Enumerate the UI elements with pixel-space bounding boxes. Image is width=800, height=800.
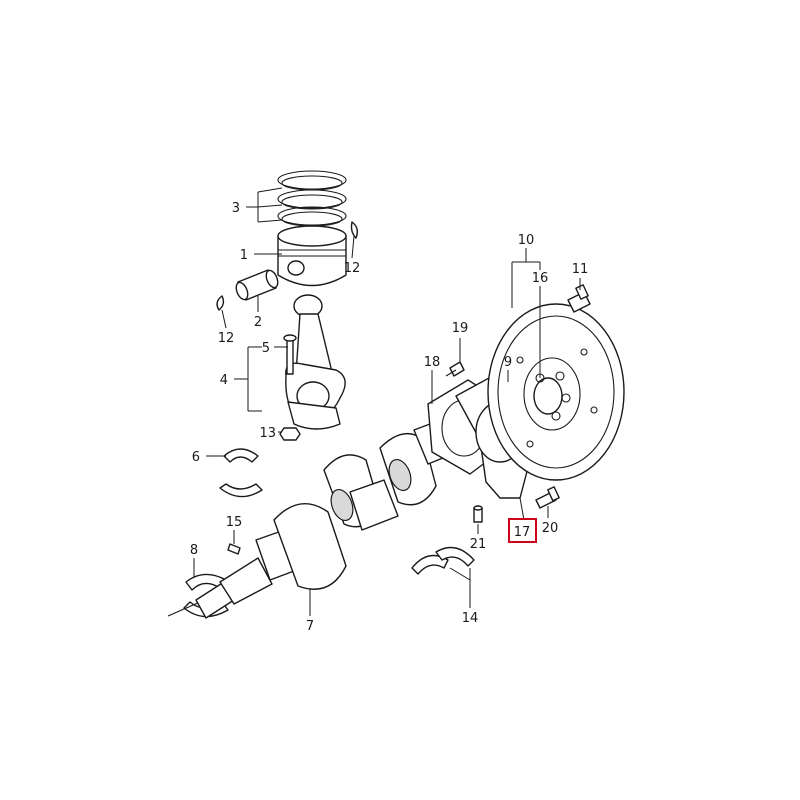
callout-10: 10: [518, 233, 535, 248]
callout-21: 21: [470, 537, 487, 552]
callout-labels: 1 2 3 4 5 6 7 8 9 10 11 12 12 13 14 15 1…: [190, 201, 588, 634]
leader-lines: [193, 187, 581, 616]
callout-17-highlight: [508, 518, 537, 543]
callout-20: 20: [542, 521, 559, 536]
piston: [277, 225, 347, 287]
callout-19: 19: [452, 321, 469, 336]
rod-bolt: [283, 334, 297, 375]
callout-8: 8: [190, 543, 198, 558]
callout-11: 11: [572, 262, 589, 277]
dowel-pin: [473, 505, 483, 523]
callout-5: 5: [262, 341, 270, 356]
callout-9: 9: [504, 355, 512, 370]
callout-4: 4: [220, 373, 228, 388]
connecting-rod-bearing: [219, 448, 263, 498]
callout-16: 16: [532, 271, 549, 286]
callout-3: 3: [232, 201, 240, 216]
circlip-left: [216, 295, 225, 311]
callout-18: 18: [424, 355, 441, 370]
rod-nut: [279, 427, 301, 441]
circlip-right: [350, 221, 359, 239]
piston-rings: [277, 170, 347, 227]
flywheel-bolt: [567, 284, 591, 313]
callout-2: 2: [254, 315, 262, 330]
callout-7: 7: [306, 619, 314, 634]
piston-pin: [235, 269, 279, 301]
thrust-bearings: [411, 546, 475, 575]
bolt-20: [535, 486, 560, 509]
woodruff-key: [227, 543, 241, 555]
callout-17: 17: [514, 525, 531, 540]
flywheel: [487, 303, 625, 481]
callout-13: 13: [259, 426, 276, 441]
callout-15: 15: [226, 515, 243, 530]
callout-1: 1: [240, 248, 248, 263]
callout-6: 6: [192, 450, 200, 465]
callout-14: 14: [462, 611, 479, 626]
callout-12-left: 12: [218, 331, 235, 346]
connecting-rod: [285, 294, 346, 430]
callout-12-right: 12: [344, 261, 361, 276]
bolt-19: [445, 361, 465, 377]
